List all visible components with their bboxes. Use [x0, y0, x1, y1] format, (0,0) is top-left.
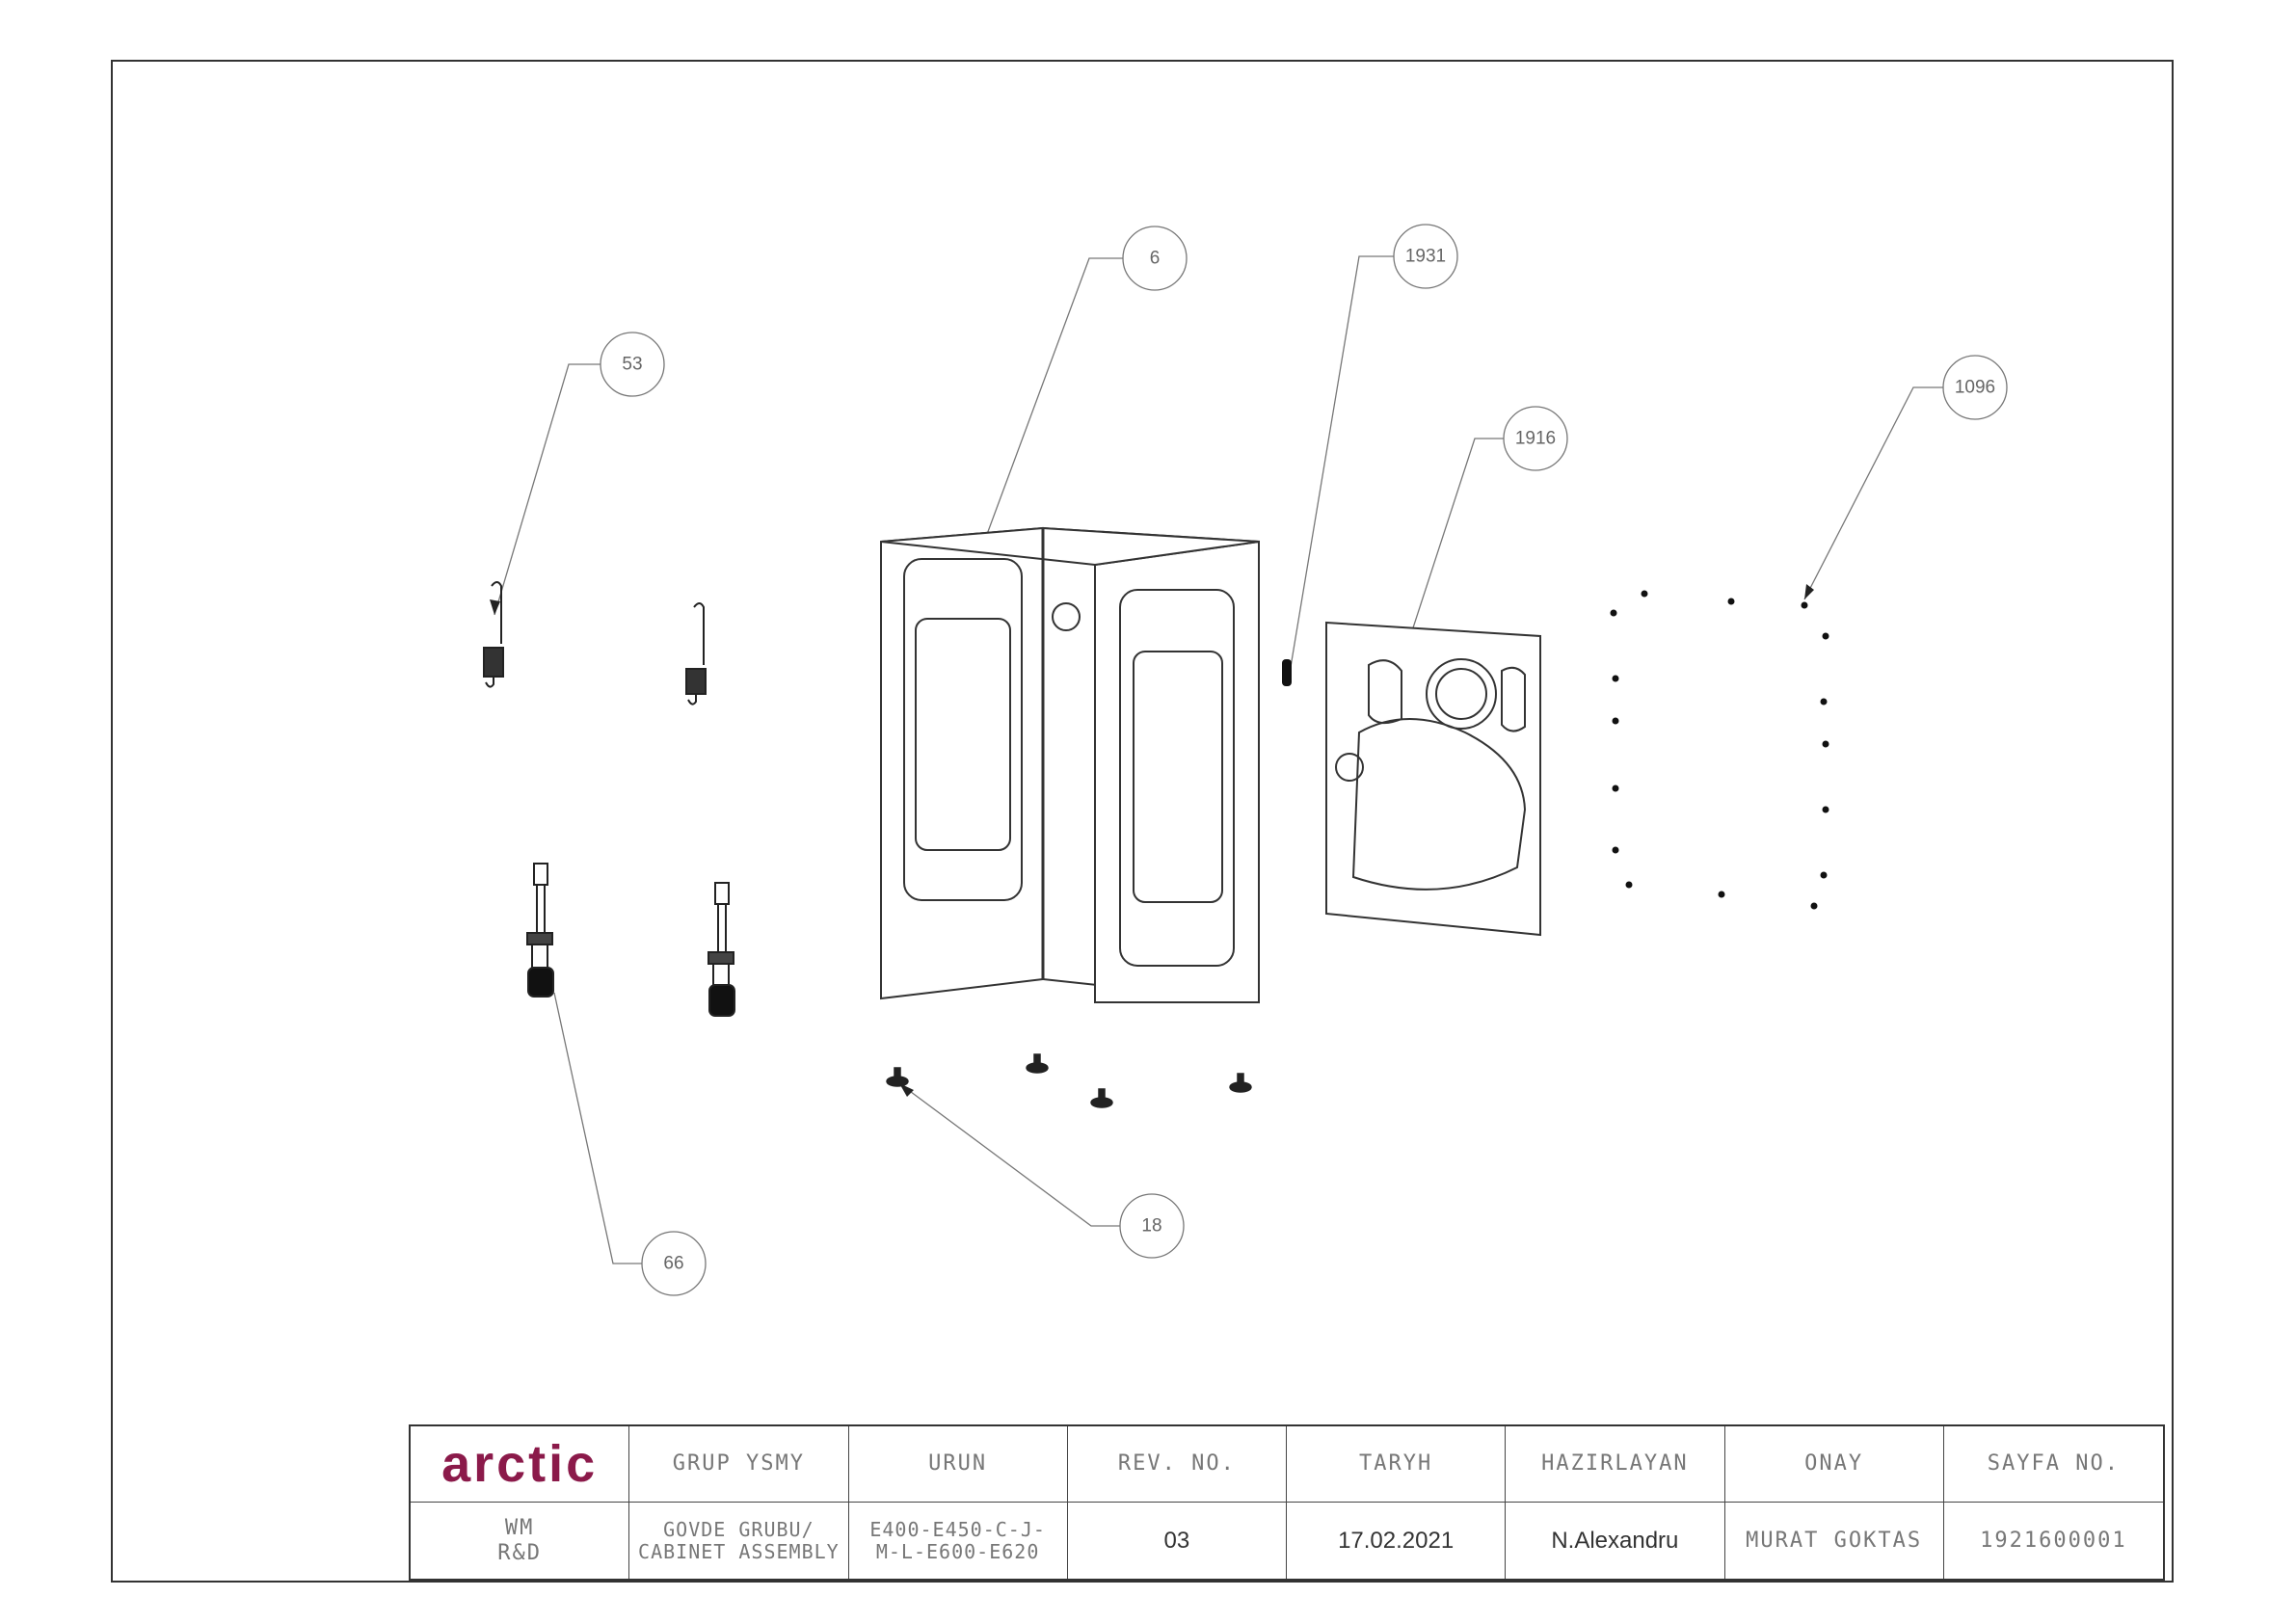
header-rev-no: REV. NO.	[1067, 1426, 1287, 1503]
screw-set	[1610, 590, 1829, 910]
value-rev-no: 03	[1068, 1503, 1287, 1579]
back-panel	[1325, 621, 1541, 937]
value-group-name: GOVDE GRUBU/ CABINET ASSEMBLY	[629, 1503, 849, 1579]
spring-part-left	[483, 581, 504, 688]
value-page-no: 1921600001	[1980, 1528, 2127, 1553]
spring-part-right	[685, 602, 707, 705]
shock-absorber-left	[526, 863, 554, 998]
value-date: 17.02.2021	[1287, 1503, 1507, 1579]
header-group-name: GRUP YSMY	[629, 1426, 849, 1503]
callout-bubble-1916	[1503, 406, 1568, 471]
logo-cell: arctic	[411, 1426, 630, 1503]
callout-label-66: 66	[663, 1254, 683, 1274]
callout-bubble-18	[1119, 1193, 1185, 1259]
callout-label-1931: 1931	[1405, 247, 1446, 267]
callout-label-1916: 1916	[1515, 429, 1556, 449]
header-date: TARYH	[1287, 1426, 1507, 1503]
value-product: E400-E450-C-J- M-L-E600-E620	[849, 1503, 1068, 1579]
clip-part	[1282, 659, 1292, 686]
header-prepared-by: HAZIRLAYAN	[1506, 1426, 1725, 1503]
drawing-frame	[111, 60, 2174, 1583]
callout-bubble-66	[641, 1231, 707, 1296]
brand-logo: arctic	[441, 1434, 599, 1493]
callout-label-53: 53	[622, 355, 642, 375]
cabinet-body	[880, 526, 1260, 1004]
callout-bubble-53	[600, 332, 665, 397]
value-department: WM R&D	[411, 1503, 630, 1579]
callout-bubble-1931	[1393, 224, 1458, 289]
value-approval: MURAT GOKTAS	[1725, 1503, 1944, 1579]
callout-bubble-1096	[1942, 355, 2008, 420]
callout-label-1096: 1096	[1955, 378, 1995, 398]
foot-parts	[886, 1053, 1252, 1108]
callout-bubble-6	[1122, 226, 1188, 291]
header-approval: ONAY	[1724, 1426, 1944, 1503]
header-page-no: SAYFA NO.	[1943, 1426, 2163, 1503]
callout-label-18: 18	[1141, 1216, 1161, 1237]
leader-lines	[494, 255, 1943, 1264]
shock-absorber-right	[707, 882, 735, 1017]
header-product: URUN	[848, 1426, 1068, 1503]
callout-label-6: 6	[1150, 249, 1161, 269]
title-block: arctic GRUP YSMY URUN REV. NO. TARYH HAZ…	[409, 1424, 2165, 1581]
value-prepared-by: N.Alexandru	[1506, 1503, 1725, 1579]
